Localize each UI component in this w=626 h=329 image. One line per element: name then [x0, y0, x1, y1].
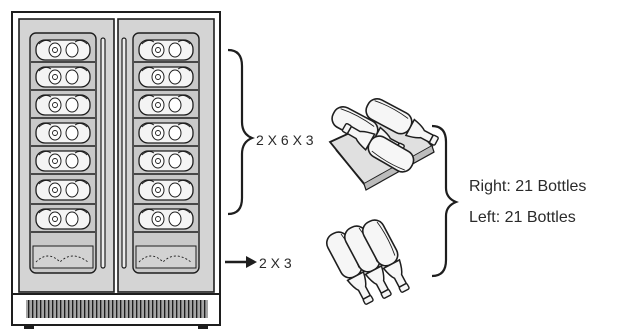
left-foot	[24, 324, 34, 329]
bottom-config-label: 2 X 3	[259, 255, 292, 271]
capacity-brace	[431, 124, 459, 278]
right-shelf	[134, 39, 198, 63]
capacity-left-label: Left: 21 Bottles	[469, 209, 576, 226]
left-bottom-rack	[32, 245, 94, 269]
right-shelf	[134, 122, 198, 147]
right-shelf	[134, 150, 198, 175]
right-shelf	[134, 179, 198, 205]
bottom-bottle-illustration	[322, 215, 417, 309]
wine-cooler	[11, 11, 221, 329]
shelf-brace	[227, 48, 255, 216]
shelf-config-label: 2 X 6 X 3	[256, 132, 314, 148]
bottom-rack-arrow	[225, 256, 257, 268]
right-shelf	[134, 208, 198, 233]
left-shelf	[31, 39, 95, 63]
right-shelf	[134, 94, 198, 119]
capacity-right-label: Right: 21 Bottles	[469, 178, 586, 195]
left-shelf	[31, 150, 95, 175]
left-shelf	[31, 179, 95, 205]
right-foot	[198, 324, 208, 329]
left-shelf	[31, 94, 95, 119]
left-door-handle[interactable]	[100, 37, 106, 269]
vent-grille	[26, 300, 208, 318]
shelf-tray-illustration	[327, 94, 443, 191]
right-bottom-rack	[135, 245, 197, 269]
right-shelf-stack	[134, 39, 198, 269]
left-shelf	[31, 208, 95, 233]
left-shelf	[31, 122, 95, 147]
left-shelf-stack	[31, 39, 95, 269]
right-shelf	[134, 66, 198, 91]
right-door-handle[interactable]	[121, 37, 127, 269]
left-shelf	[31, 66, 95, 91]
